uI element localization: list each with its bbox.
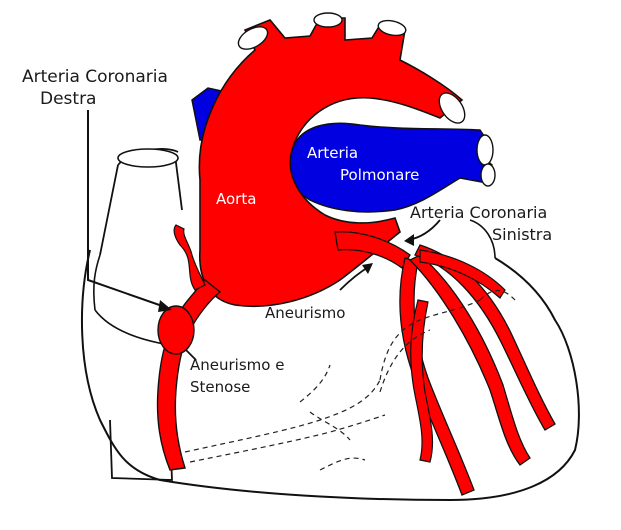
aortic-branch-opening-2 bbox=[314, 13, 342, 27]
left-coronary-arrowhead bbox=[404, 234, 414, 246]
label-aneurysm: Aneurismo bbox=[265, 304, 345, 322]
aneurysm-arrowhead bbox=[362, 263, 373, 274]
label-pulmonary-line2: Polmonare bbox=[340, 166, 419, 184]
posterior-vessel-dashed-2 bbox=[190, 415, 385, 462]
label-left-coronary-line1: Arteria Coronaria bbox=[410, 203, 547, 222]
left-coronary-branch-1 bbox=[400, 258, 474, 495]
label-aneurysm-stenosis-line2: Stenose bbox=[190, 378, 250, 396]
pulmonary-opening-lower bbox=[481, 164, 495, 186]
label-right-coronary-line2: Destra bbox=[40, 89, 96, 109]
pulmonary-opening-upper bbox=[477, 135, 493, 165]
vena-cava-opening bbox=[118, 149, 178, 167]
label-aorta: Aorta bbox=[216, 190, 256, 208]
right-coronary-arrowhead bbox=[158, 300, 172, 312]
label-pulmonary-line1: Arteria bbox=[307, 144, 358, 162]
right-coronary-leader bbox=[88, 110, 168, 308]
label-left-coronary-line2: Sinistra bbox=[492, 225, 552, 244]
right-coronary-aneurysm bbox=[158, 306, 194, 354]
label-right-coronary-line1: Arteria Coronaria bbox=[22, 67, 168, 87]
heart-outline bbox=[82, 250, 579, 500]
label-aneurysm-stenosis-line1: Aneurismo e bbox=[190, 356, 284, 374]
